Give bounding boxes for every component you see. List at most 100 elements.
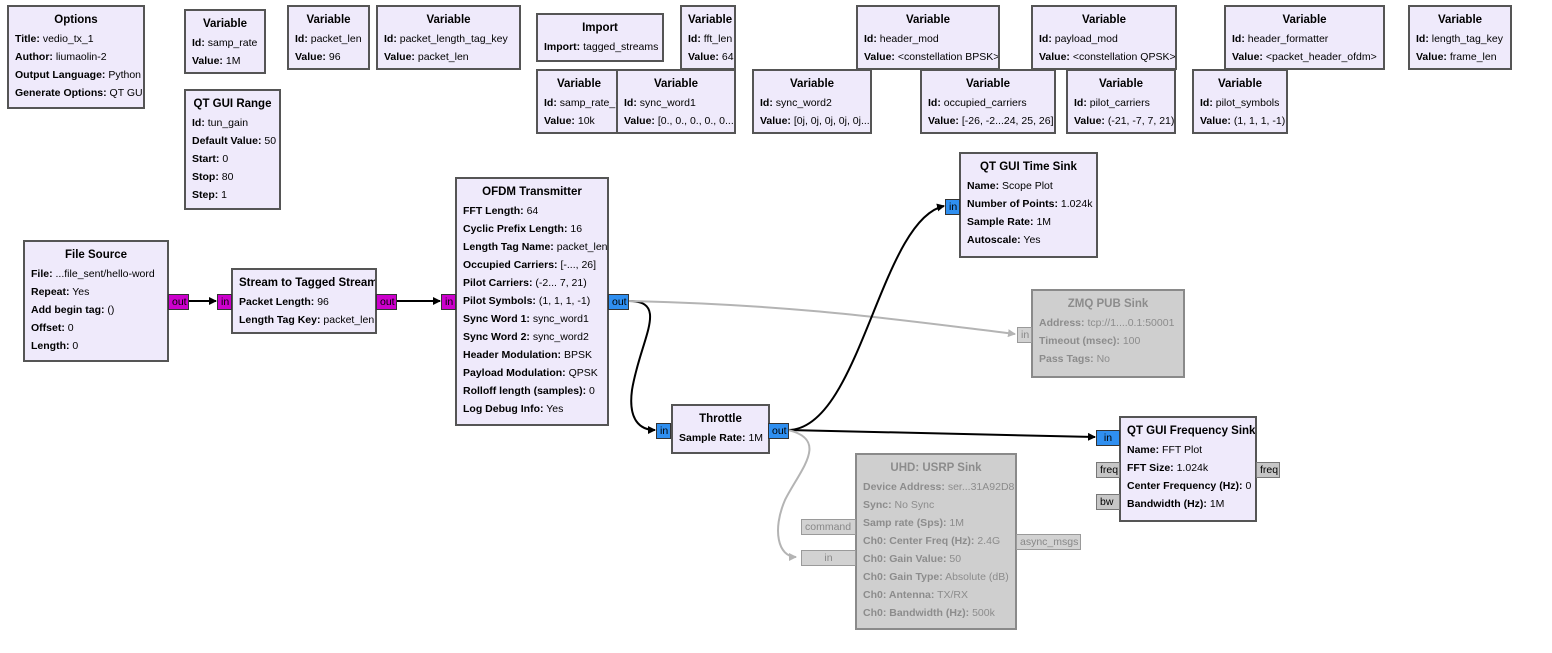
param-row: Name: FFT Plot <box>1127 441 1249 459</box>
wire-ofdm-to-zmq-disabled[interactable] <box>628 300 1016 338</box>
param-row: Stop: 80 <box>192 168 273 186</box>
block-title: Import <box>582 22 618 34</box>
param-value: <packet_header_ofdm> <box>1265 51 1377 63</box>
param-value: 1 <box>221 189 228 201</box>
param-row: Id: occupied_carriers <box>928 94 1048 112</box>
param-key: Timeout (msec): <box>1039 335 1120 347</box>
param-value: header_mod <box>879 33 939 45</box>
wire-throttle-to-usrp-disabled[interactable] <box>777 429 811 561</box>
usrp-command-port[interactable]: command <box>801 519 856 535</box>
block-title: Variable <box>965 78 1011 90</box>
block-title: Variable <box>426 14 471 26</box>
block-title: File Source <box>65 249 127 261</box>
param-value: Scope Plot <box>1002 180 1053 192</box>
freq-sink-in-port[interactable]: in <box>1096 430 1120 446</box>
block-title: Variable <box>1081 14 1127 26</box>
param-key: Value: <box>1039 51 1070 63</box>
block-title: Options <box>54 14 98 26</box>
param-value: 0 <box>72 340 79 352</box>
param-key: Sync Word 2: <box>463 331 530 343</box>
stream-tagged-out-port[interactable]: out <box>376 294 397 310</box>
wire-ofdm-to-throttle[interactable] <box>628 300 656 434</box>
param-key: Length Tag Name: <box>463 241 554 253</box>
param-value: sync_word1 <box>639 97 696 109</box>
usrp-async-msgs-port[interactable]: async_msgs <box>1016 534 1081 550</box>
param-row: Pilot Carriers: (-2... 7, 21) <box>463 274 601 292</box>
param-key: Value: <box>688 51 719 63</box>
wire-throttle-to-timesink[interactable] <box>787 203 945 431</box>
param-row: Add begin tag: () <box>31 301 161 319</box>
param-row: Device Address: ser...31A92D8 <box>863 478 1014 496</box>
param-key: Rolloff length (samples): <box>463 385 587 397</box>
param-value: liumaolin-2 <box>55 51 107 63</box>
ofdm-in-port[interactable]: in <box>441 294 456 310</box>
stream-tagged-in-port[interactable]: in <box>217 294 232 310</box>
param-value: No Sync <box>894 499 935 511</box>
file-source-out-port[interactable]: out <box>168 294 189 310</box>
param-value: [0j, 0j, 0j, 0j, 0j... <box>793 115 870 127</box>
param-value: 100 <box>1122 335 1141 347</box>
param-value: 50 <box>264 135 277 147</box>
param-key: Title: <box>15 33 40 45</box>
param-value: samp_rate_( <box>559 97 619 109</box>
throttle-in-port[interactable]: in <box>656 423 671 439</box>
ofdm-out-port[interactable]: out <box>608 294 629 310</box>
param-key: Value: <box>295 51 326 63</box>
param-row: Sync Word 1: sync_word1 <box>463 310 601 328</box>
block-title: Variable <box>905 14 951 26</box>
param-key: Import: <box>544 41 581 53</box>
time-sink-in-port[interactable]: in <box>945 199 960 215</box>
param-value: length_tag_key <box>1431 33 1503 45</box>
zmq-sink-in-port[interactable]: in <box>1017 327 1032 343</box>
param-value: (1, 1, 1, -1) <box>1233 115 1286 127</box>
param-value: (1, 1, 1, -1) <box>538 295 591 307</box>
param-key: Value: <box>1074 115 1105 127</box>
param-row: Cyclic Prefix Length: 16 <box>463 220 601 238</box>
freq-sink-freq-in-port[interactable]: freq <box>1096 462 1120 478</box>
freq-sink-bw-in-port[interactable]: bw <box>1096 494 1120 510</box>
param-key: Ch0: Gain Value: <box>863 553 947 565</box>
param-row: File: ...file_sent/hello-word <box>31 265 161 283</box>
param-key: Default Value: <box>192 135 262 147</box>
param-key: Sync: <box>863 499 892 511</box>
freq-sink-freq-out-port[interactable]: freq <box>1256 462 1280 478</box>
param-value: (-21, -7, 7, 21) <box>1107 115 1175 127</box>
block-title: UHD: USRP Sink <box>890 462 982 474</box>
block-title: Variable <box>1282 14 1327 26</box>
param-row: Author: liumaolin-2 <box>15 48 137 66</box>
param-key: Start: <box>192 153 220 165</box>
wire-throttle-to-freqsink[interactable] <box>787 429 1096 441</box>
param-key: Pilot Carriers: <box>463 277 533 289</box>
throttle-out-port[interactable]: out <box>768 423 789 439</box>
param-row: Center Frequency (Hz): 0 <box>1127 477 1251 495</box>
block-title: Variable <box>202 18 248 30</box>
usrp-in-port[interactable]: in <box>801 550 856 566</box>
param-value: packet_length_tag_key <box>399 33 508 45</box>
param-row: Bandwidth (Hz): 1M <box>1127 495 1249 513</box>
